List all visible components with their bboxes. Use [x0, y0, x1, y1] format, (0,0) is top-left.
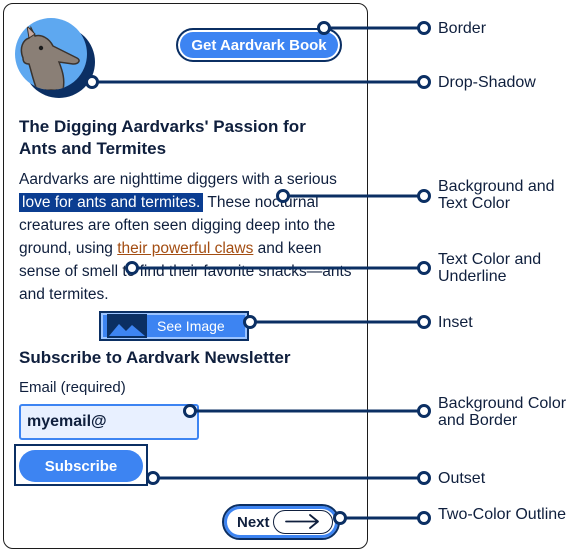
callout-border: Border: [438, 20, 487, 37]
callout-dot: [417, 261, 431, 275]
subscribe-outset-frame: [14, 444, 148, 486]
see-image-button[interactable]: See Image: [99, 311, 249, 341]
arrow-right-icon: [273, 510, 333, 534]
para-text-2: These nocturnal creatures are often seen…: [19, 194, 336, 257]
callout-text-color-underline: Text Color and Underline: [438, 251, 542, 285]
callout-background-text-color: Background and Text Color: [438, 178, 555, 212]
email-label: Email (required): [19, 379, 126, 396]
article-paragraph: Aardvarks are nighttime diggers with a s…: [19, 168, 354, 306]
image-icon: [107, 314, 147, 338]
highlighted-text: love for ants and termites.: [19, 193, 204, 212]
see-image-label: See Image: [157, 318, 225, 334]
callout-dot: [417, 471, 431, 485]
callout-dot: [417, 189, 431, 203]
aardvark-avatar-icon: [15, 18, 87, 90]
next-label: Next: [237, 513, 270, 531]
callout-drop-shadow: Drop-Shadow: [438, 74, 536, 91]
callout-dot: [417, 404, 431, 418]
callout-two-color-outline: Two-Color Outline: [438, 506, 567, 523]
claws-link[interactable]: their powerful claws: [117, 240, 254, 257]
callout-background-color-border: Background Color and Border: [438, 395, 567, 429]
newsletter-heading: Subscribe to Aardvark Newsletter: [19, 348, 291, 367]
get-book-button[interactable]: Get Aardvark Book: [176, 28, 342, 62]
callout-inset: Inset: [438, 314, 473, 331]
para-text-1: Aardvarks are nighttime diggers with a s…: [19, 171, 337, 188]
avatar: [15, 18, 95, 98]
callout-dot: [417, 75, 431, 89]
subscribe-button[interactable]: Subscribe: [19, 450, 143, 482]
article-heading: The Digging Aardvarks' Passion for Ants …: [19, 117, 306, 158]
callout-outset: Outset: [438, 470, 486, 487]
callout-dot: [417, 511, 431, 525]
next-button[interactable]: Next: [222, 504, 340, 540]
email-field[interactable]: myemail@: [19, 404, 199, 440]
callout-dot: [417, 21, 431, 35]
callout-dot: [417, 315, 431, 329]
